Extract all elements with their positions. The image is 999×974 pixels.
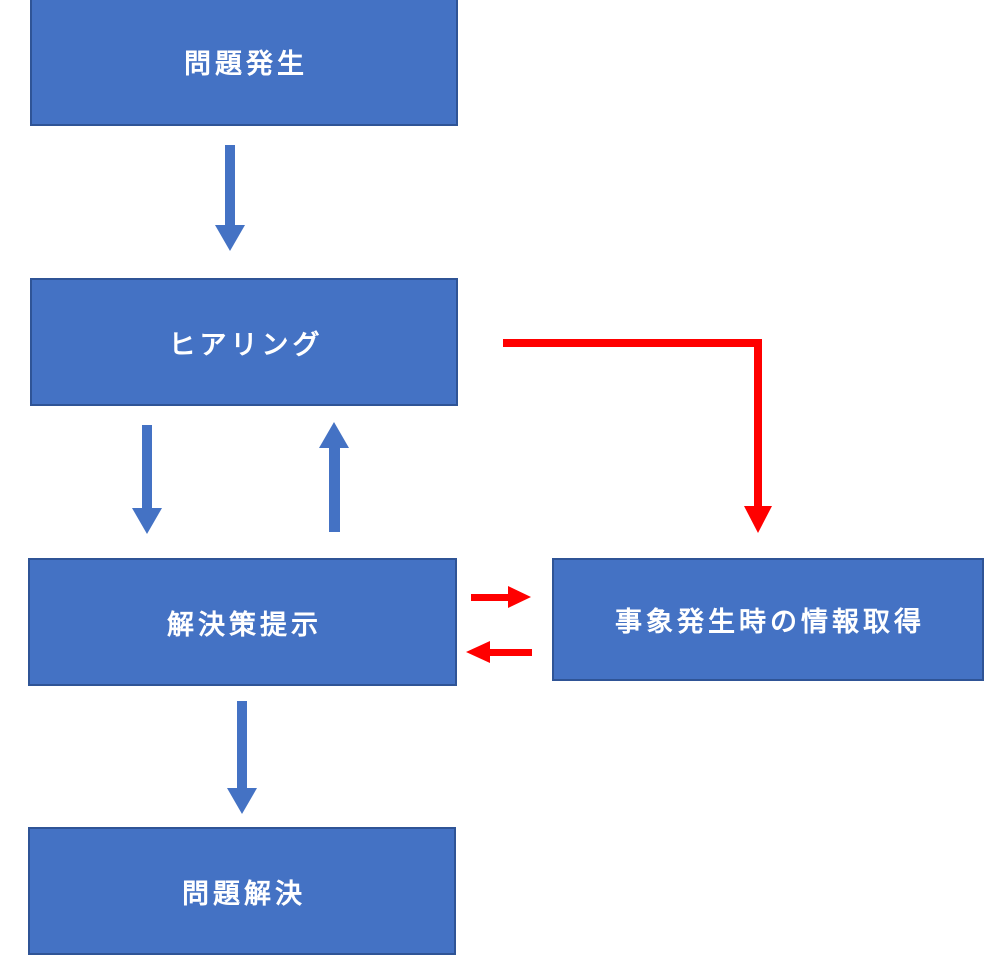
arrow-solution-to-hearing-head [319,422,349,448]
arrow-hearing-to-info-vshaft [754,339,762,506]
arrow-solution-to-info-head [508,586,531,608]
arrow-solution-to-resolved-shaft [237,701,247,788]
arrow-hearing-to-info-head [744,506,772,533]
arrow-hearing-to-solution-shaft [142,425,152,508]
arrow-problem-to-hearing-shaft [225,145,235,225]
arrow-info-to-solution-head [466,641,490,663]
node-hearing-label: ヒアリング [168,329,324,360]
node-info-label: 事象発生時の情報取得 [615,607,925,637]
arrow-solution-to-info-shaft [471,594,508,601]
node-resolved-label: 問題解決 [182,878,306,909]
node-hearing: ヒアリング [30,278,458,406]
node-solution-label: 解決策提示 [167,609,322,640]
node-problem-label: 問題発生 [184,48,308,79]
arrow-solution-to-hearing-shaft [329,448,340,532]
node-info: 事象発生時の情報取得 [552,558,984,681]
arrow-info-to-solution-shaft [490,649,532,656]
node-problem: 問題発生 [30,0,458,126]
node-resolved: 問題解決 [28,827,456,955]
node-solution: 解決策提示 [28,558,457,686]
arrow-hearing-to-info-hshaft [503,339,762,347]
arrow-problem-to-hearing-head [215,225,245,251]
arrow-solution-to-resolved-head [227,788,257,814]
arrow-hearing-to-solution-head [132,508,162,534]
